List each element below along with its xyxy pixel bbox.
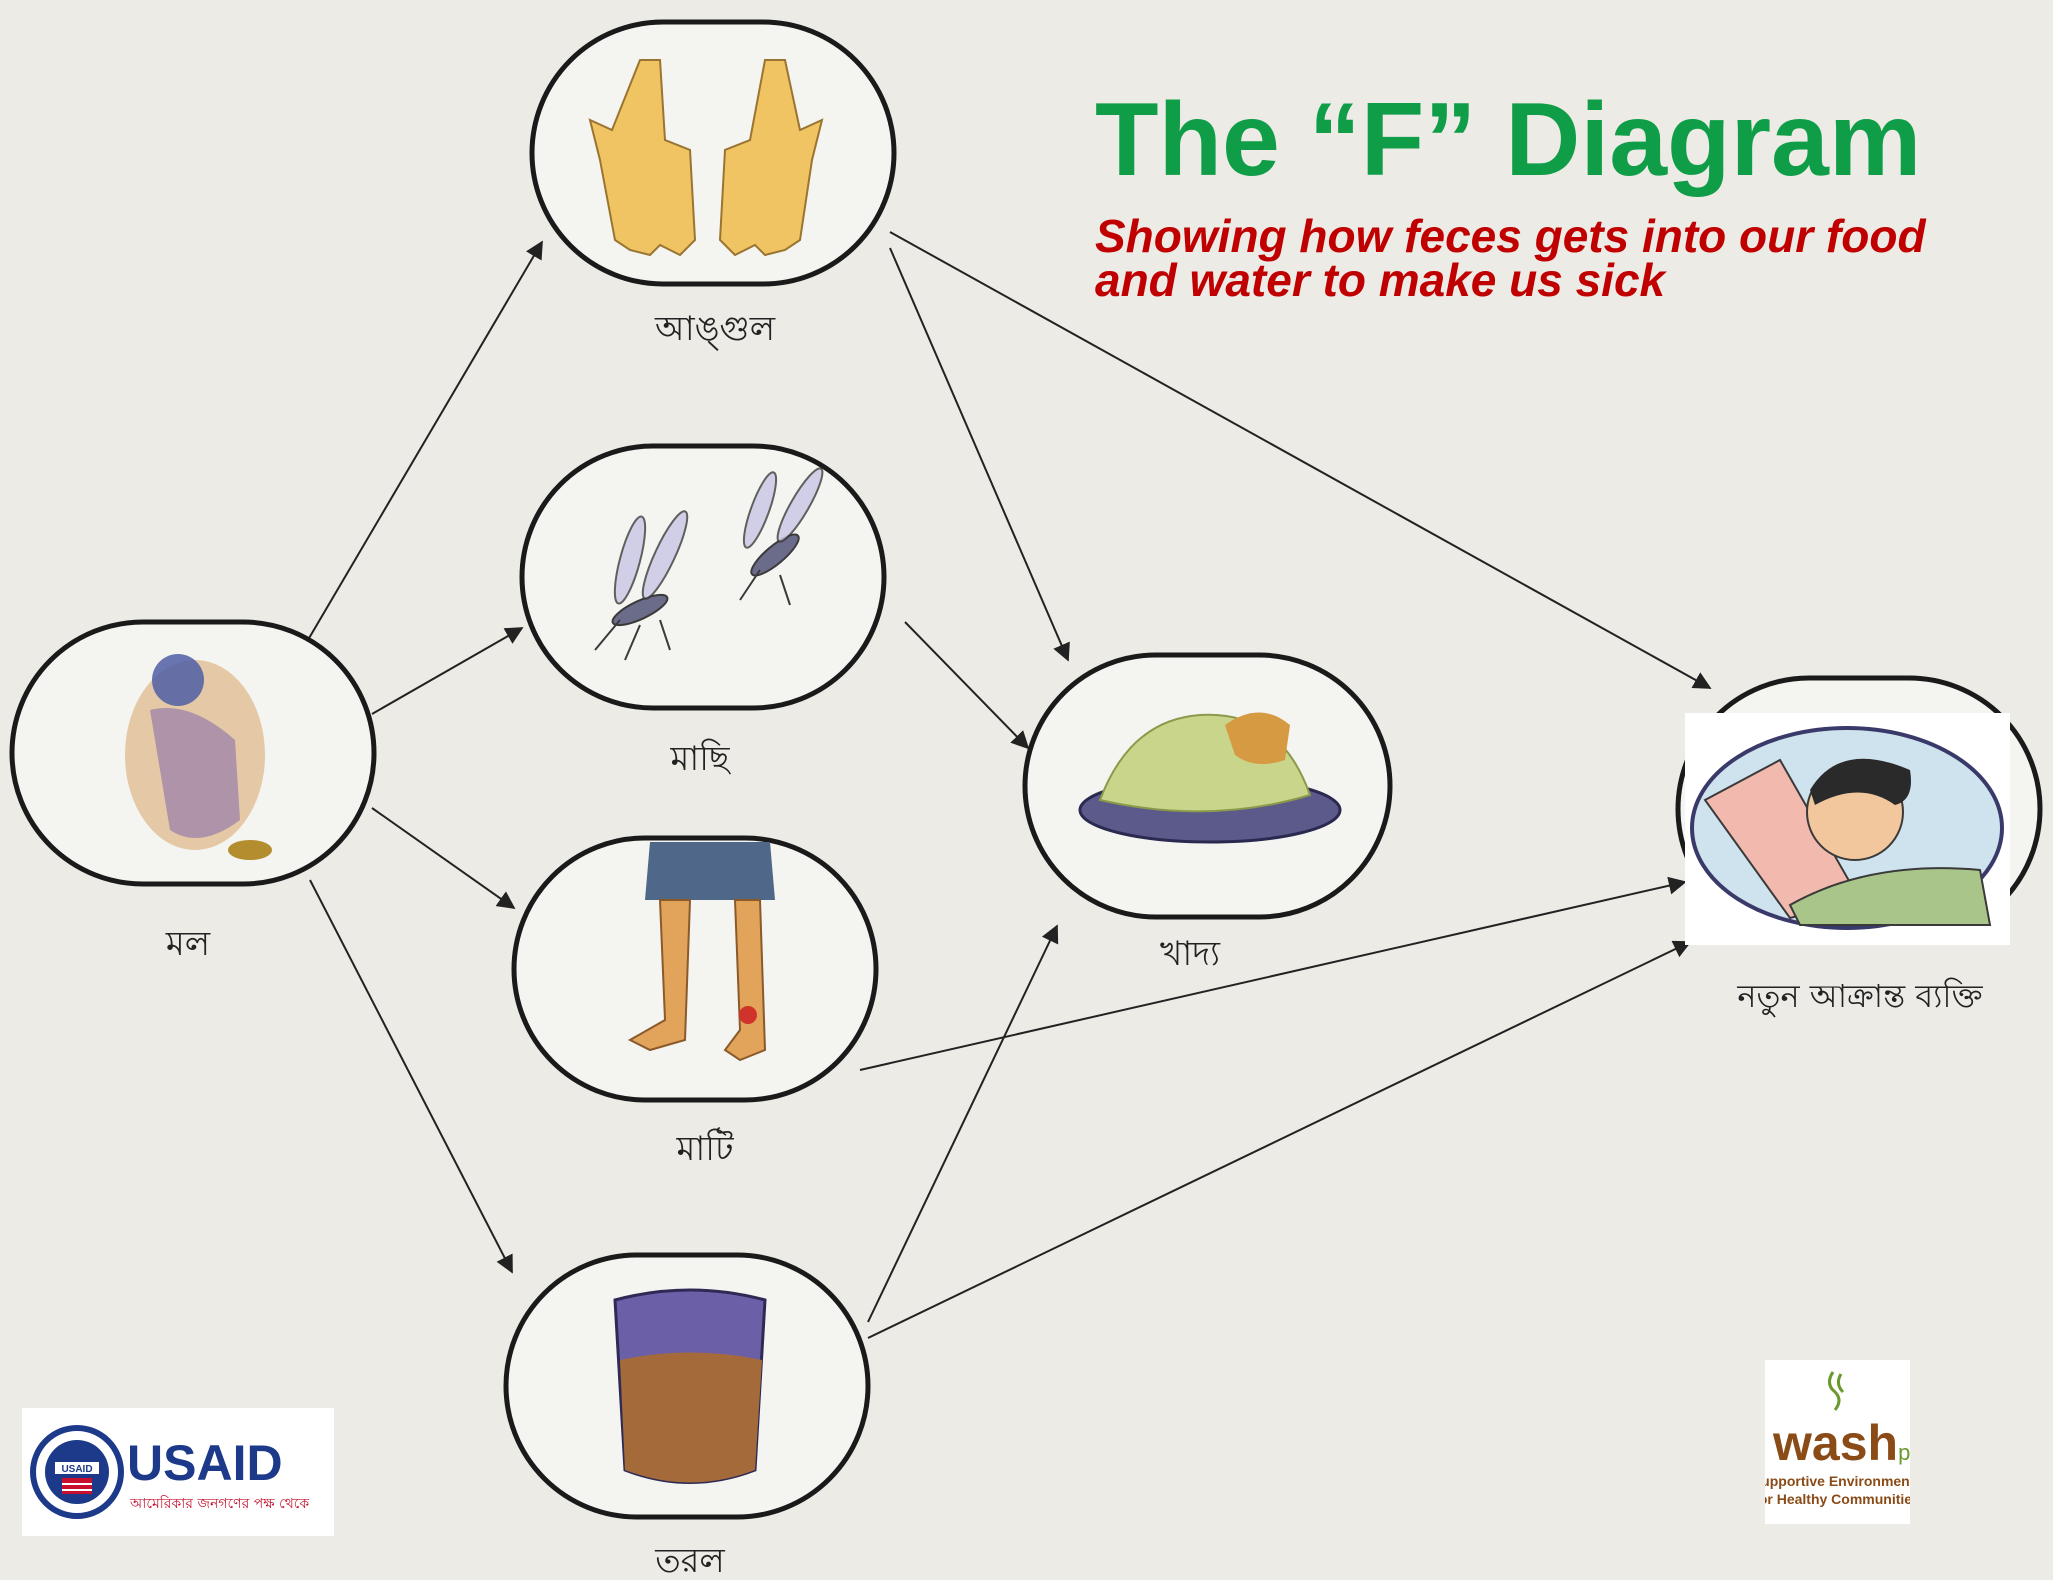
node-feces: মল xyxy=(12,622,374,964)
subtitle-line: and water to make us sick xyxy=(1095,258,2053,302)
node-food: খাদ্য xyxy=(1025,655,1390,974)
node-fingers-label: আঙ্গুল xyxy=(654,309,776,351)
usaid-logo-graphic: USAID USAID আমেরিকার জনগণের পক্ষ থেকে xyxy=(22,1408,334,1536)
subtitle-line: Showing how feces gets into our food xyxy=(1095,214,2053,258)
page-subtitle: Showing how feces gets into our food and… xyxy=(1095,214,2053,302)
node-flies-frame xyxy=(522,446,884,708)
washplus-brand: washplus xyxy=(1772,1415,1910,1471)
page-title: The “F” Diagram xyxy=(1095,88,1921,192)
washplus-tagline-line: for Healthy Communities xyxy=(1765,1491,1910,1507)
flow-arrows xyxy=(305,232,1710,1338)
node-fluids-label: তরল xyxy=(654,1541,725,1580)
feces-mark xyxy=(228,840,272,860)
arrow-feces-to-fingers xyxy=(305,242,542,645)
node-feces-label: মল xyxy=(165,924,211,964)
arrow-flies-to-food xyxy=(905,622,1028,748)
cloth-illustration xyxy=(645,842,775,900)
arrow-fluids-to-new-host xyxy=(868,942,1690,1338)
washplus-brand-suffix: plus xyxy=(1898,1440,1910,1465)
usaid-logo: USAID USAID আমেরিকার জনগণের পক্ষ থেকে xyxy=(22,1408,334,1536)
child-head xyxy=(152,654,204,706)
node-new-host-label: নতুন আক্রান্ত ব্যক্তি xyxy=(1736,977,1983,1017)
node-new-host: নতুন আক্রান্ত ব্যক্তি xyxy=(1678,678,2040,1017)
usaid-wordmark: USAID xyxy=(127,1435,283,1491)
node-food-label: খাদ্য xyxy=(1160,934,1221,974)
steam-icon xyxy=(1829,1372,1843,1410)
cup-water xyxy=(620,1353,762,1483)
washplus-logo-graphic: washplus Supportive Environments for Hea… xyxy=(1765,1360,1910,1524)
arrow-feces-to-flies xyxy=(372,628,522,714)
arrow-feces-to-fields xyxy=(372,808,514,908)
node-fingers-frame xyxy=(532,22,894,284)
arrow-fingers-to-food xyxy=(890,248,1068,660)
washplus-logo: washplus Supportive Environments for Hea… xyxy=(1765,1360,1910,1524)
node-flies-label: মাছি xyxy=(669,739,731,779)
arrow-fluids-to-food xyxy=(868,926,1057,1322)
washplus-tagline-line: Supportive Environments xyxy=(1765,1473,1910,1489)
washplus-brand-main: wash xyxy=(1772,1415,1898,1471)
node-fluids: তরল xyxy=(506,1255,868,1580)
usaid-tagline: আমেরিকার জনগণের পক্ষ থেকে xyxy=(129,1495,309,1512)
ankle-mark xyxy=(739,1006,757,1024)
arrow-feces-to-fluids xyxy=(310,880,512,1272)
node-fingers: আঙ্গুল xyxy=(532,22,894,351)
usaid-seal-badge: USAID xyxy=(61,1464,92,1475)
node-flies: মাছি xyxy=(522,446,884,779)
node-fields-label: মাটি xyxy=(676,1127,734,1169)
node-fields: মাটি xyxy=(514,838,876,1169)
